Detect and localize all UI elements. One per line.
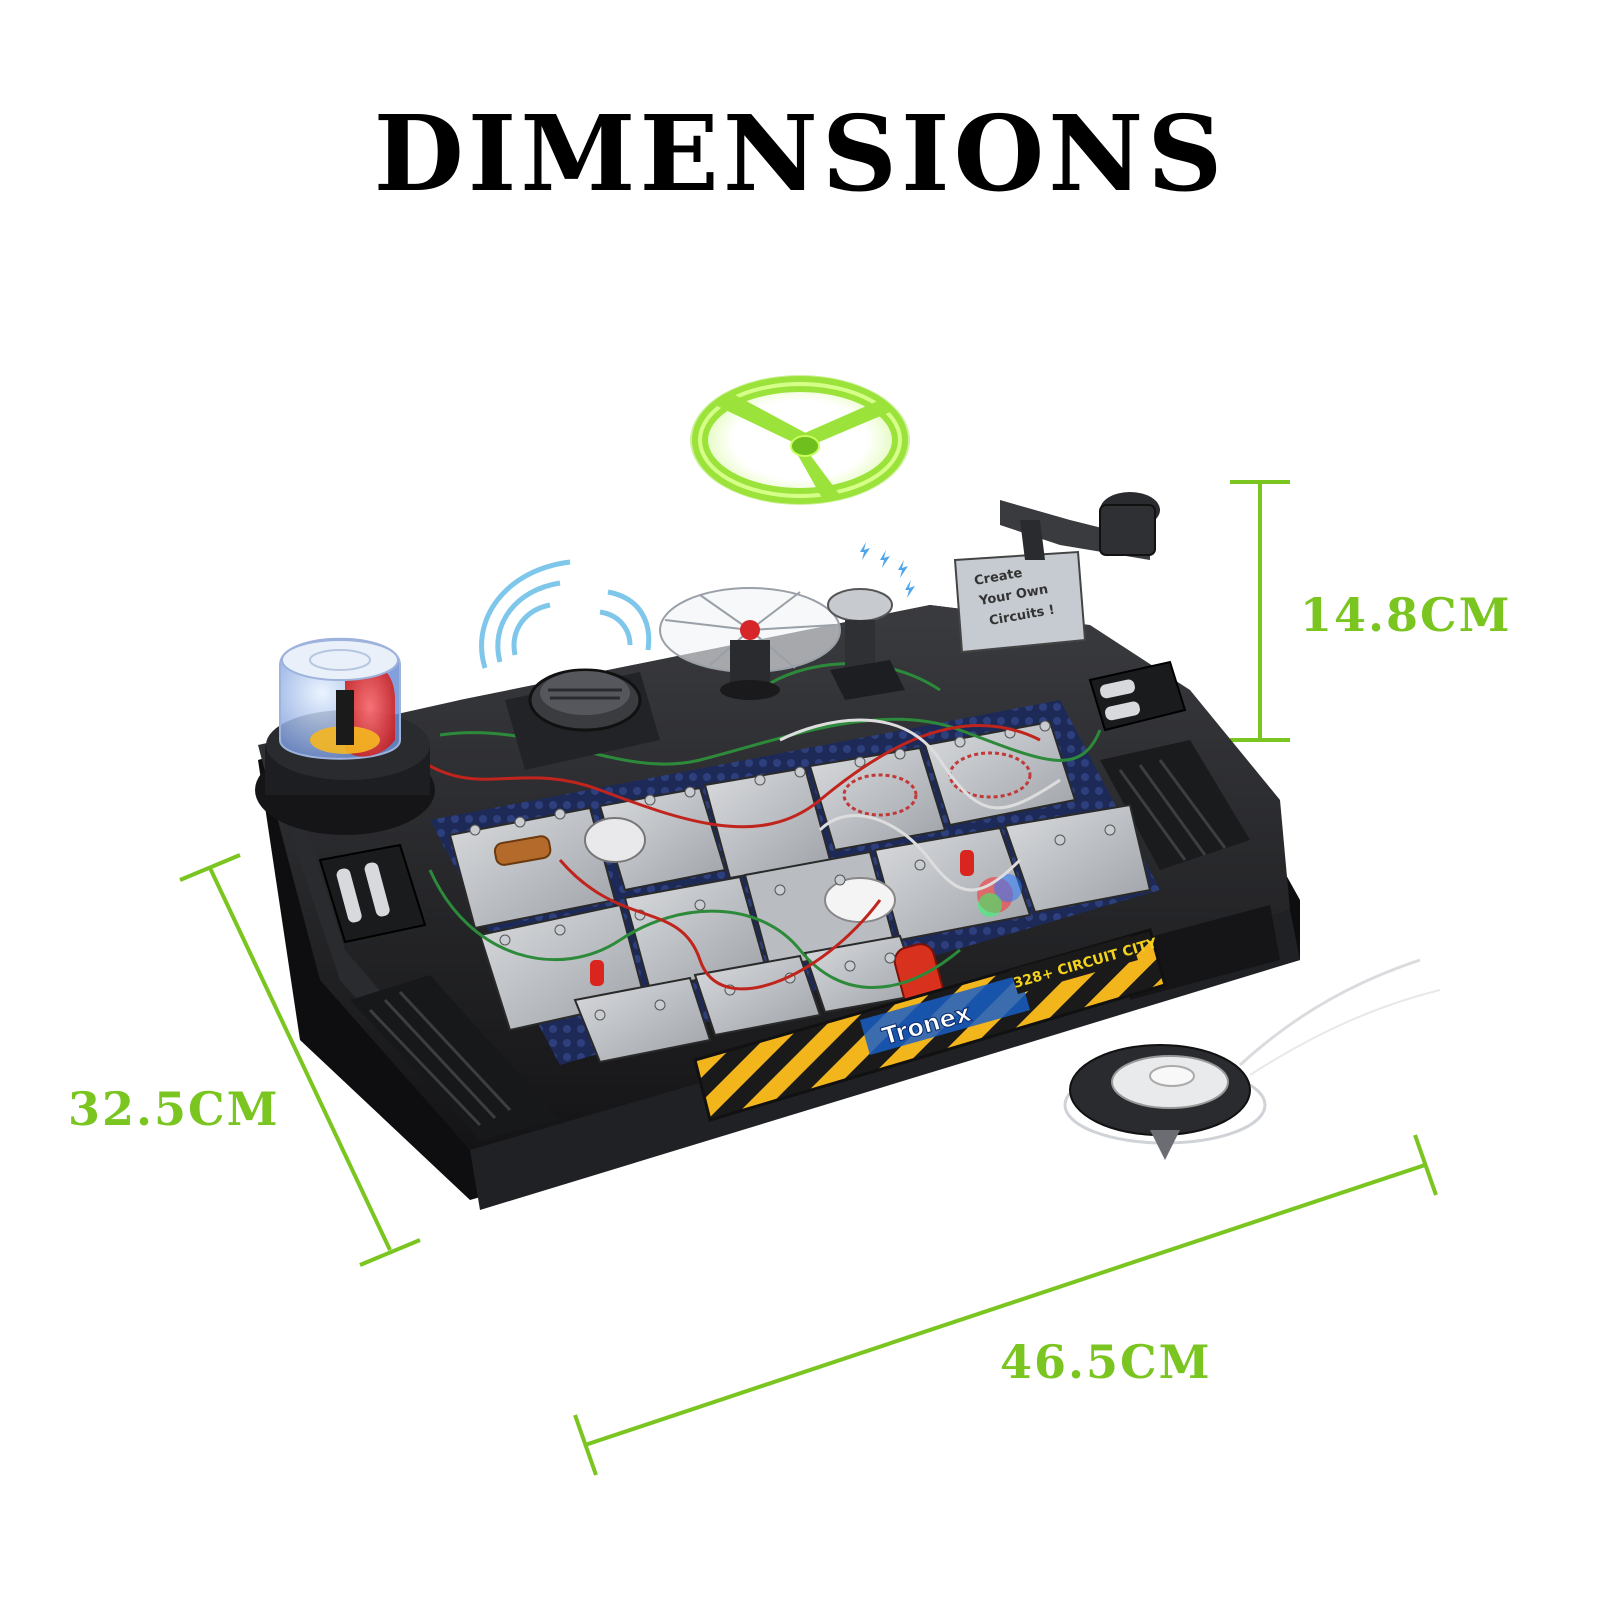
bell-module (827, 542, 915, 700)
module-plates (448, 720, 1152, 1064)
page-title: DIMENSIONS (373, 92, 1227, 215)
depth-dimension-label: 32.5CM (68, 1082, 280, 1136)
fan-module (659, 587, 841, 700)
battery-pack-left (318, 843, 427, 944)
snap-studs (469, 720, 1116, 1021)
width-dimension-label: 46.5CM (1000, 1335, 1212, 1389)
create-your-own-circuits-sign: Create Your Own Circuits ! (953, 550, 1087, 654)
sound-waves (479, 559, 652, 669)
propeller (690, 375, 910, 505)
spinning-top (1063, 958, 1441, 1160)
height-dimension-label: 14.8CM (1300, 588, 1512, 642)
hazard-stripe-panel: Tronex 328+ CIRCUIT CITY (693, 928, 1167, 1122)
speaker-module (505, 668, 660, 770)
depth-dimension-line (179, 853, 421, 1267)
width-dimension-line (573, 1134, 1438, 1476)
hand-crank-generator (1000, 492, 1160, 560)
battery-pack-right (1088, 660, 1187, 732)
siren-light (255, 637, 435, 835)
height-dimension-line (1230, 480, 1290, 742)
